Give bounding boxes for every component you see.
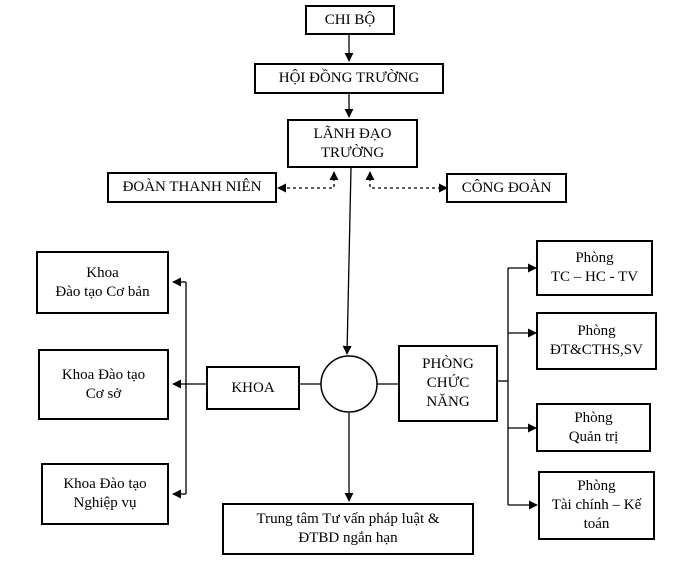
node-label: CHI BỘ — [324, 11, 376, 28]
node-label: TC – HC - TV — [550, 269, 639, 285]
node-label: Khoa Đào tạo — [61, 366, 146, 383]
node-label: Khoa — [86, 264, 119, 281]
node-lanh-dao-truong: LÃNH ĐẠO TRƯỜNG — [287, 119, 418, 168]
arrow-lanhdao-to-hub — [342, 167, 352, 355]
node-cong-doan: CÔNG ĐOÀN — [446, 173, 567, 203]
node-khoa-dao-tao-nghiep-vu: Khoa Đào tạo Nghiệp vụ — [41, 463, 169, 525]
node-phong-tai-chinh-ke-toan: Phòng Tài chính – Kế toán — [538, 471, 655, 540]
node-doan-thanh-nien: ĐOÀN THANH NIÊN — [107, 172, 277, 203]
node-label: CHỨC — [426, 375, 470, 391]
node-label: Khoa Đào tạo — [63, 476, 147, 492]
node-label: Quản trị — [568, 428, 619, 445]
node-label: LÃNH ĐẠO — [313, 125, 392, 142]
node-label: HỘI ĐỒNG TRƯỜNG — [278, 70, 420, 86]
node-label: TRƯỜNG — [320, 144, 385, 161]
node-phong-dt-cths-sv: Phòng ĐT&CTHS,SV — [536, 312, 657, 370]
node-khoa-dao-tao-co-so: Khoa Đào tạo Cơ sở — [38, 349, 169, 420]
node-label: ĐTBD ngắn hạn — [298, 530, 398, 546]
node-trung-tam-tu-van: Trung tâm Tư vấn pháp luật & ĐTBD ngắn h… — [222, 503, 474, 555]
node-label: Đào tạo Cơ bản — [55, 283, 150, 300]
node-label: toán — [583, 516, 610, 532]
node-khoa: KHOA — [206, 366, 300, 410]
node-label: Phòng — [577, 323, 616, 339]
node-label: Phòng — [575, 250, 614, 266]
node-label: ĐT&CTHS,SV — [550, 342, 643, 358]
node-label: PHÒNG — [422, 356, 474, 372]
hub-circle — [320, 355, 378, 413]
node-label: Phòng — [577, 478, 616, 494]
node-chi-bo: CHI BỘ — [305, 5, 395, 35]
node-label: Cơ sở — [85, 385, 122, 402]
node-phong-chuc-nang: PHÒNG CHỨC NĂNG — [398, 345, 498, 422]
node-label: Nghiệp vụ — [73, 495, 137, 511]
node-label: Tài chính – Kế — [551, 497, 642, 513]
node-label: NĂNG — [426, 394, 470, 410]
node-label: CÔNG ĐOÀN — [461, 179, 552, 196]
node-phong-tc-hc-tv: Phòng TC – HC - TV — [536, 240, 653, 296]
node-hoi-dong-truong: HỘI ĐỒNG TRƯỜNG — [254, 63, 444, 94]
node-phong-quan-tri: Phòng Quản trị — [536, 403, 651, 452]
node-label: KHOA — [231, 379, 275, 396]
node-label: Trung tâm Tư vấn pháp luật & — [256, 511, 440, 527]
node-khoa-dao-tao-co-ban: Khoa Đào tạo Cơ bản — [36, 251, 169, 314]
dashed-link-doan — [277, 171, 339, 193]
dashed-link-congdoan — [365, 171, 448, 193]
node-label: Phòng — [574, 409, 613, 426]
node-label: ĐOÀN THANH NIÊN — [122, 179, 262, 195]
